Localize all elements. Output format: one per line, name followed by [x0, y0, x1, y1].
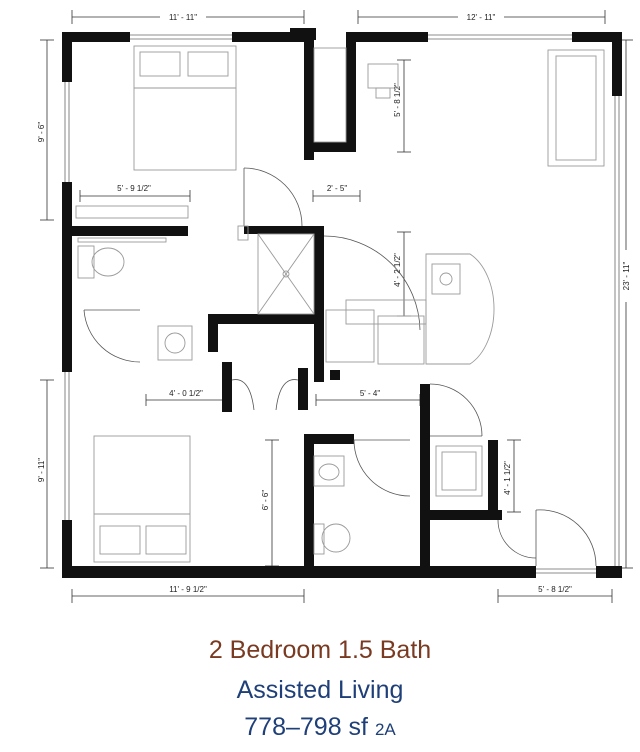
bed-2	[93, 435, 191, 563]
dim-top-left: 11' - 11"	[169, 13, 197, 22]
dim-closet-depth: 5' - 8 1/2"	[393, 83, 402, 117]
dim-hall-opening: 2' - 5"	[327, 184, 348, 193]
dim-half-bath: 4' - 0 1/2"	[169, 389, 203, 398]
dim-bottom-left: 11' - 9 1/2"	[169, 585, 207, 594]
sink-half-bath	[157, 325, 193, 361]
toilet-bath-2	[321, 523, 351, 553]
washer	[435, 445, 483, 497]
dim-kitchen-opening: 5' - 4"	[360, 389, 381, 398]
shower	[257, 233, 315, 315]
dim-bedroom-closet: 5' - 9 1/2"	[117, 184, 151, 193]
square-footage: 778–798 sf	[244, 713, 368, 741]
unit-type-title: 2 Bedroom 1.5 Bath	[208, 636, 432, 664]
fridge	[377, 315, 425, 365]
plan-code: 2A	[374, 720, 396, 739]
bed-1	[133, 45, 237, 171]
floor-plan: 11' - 11" 12' - 11" 9' - 6" 9' - 11" 23'…	[37, 10, 633, 603]
dim-right-overall: 23' - 11"	[622, 262, 631, 291]
unit-category: Assisted Living	[236, 676, 404, 704]
fixtures	[75, 45, 605, 563]
range	[325, 309, 375, 363]
kitchen-sink	[431, 263, 461, 295]
windows	[64, 34, 620, 574]
dim-bedroom2-depth: 6' - 6"	[261, 490, 270, 511]
sofa	[547, 49, 605, 167]
dim-top-right: 12' - 11"	[467, 13, 496, 22]
unit-size: 778–798 sf 2A	[0, 713, 640, 742]
dim-bottom-right: 5' - 8 1/2"	[538, 585, 572, 594]
dim-left-lower: 9' - 11"	[37, 458, 46, 482]
kitchen-island	[425, 253, 495, 365]
walls	[62, 28, 622, 578]
doors	[83, 167, 597, 567]
closet-shelf-1	[75, 205, 189, 219]
dimension-labels: 11' - 11" 12' - 11" 9' - 6" 9' - 11" 23'…	[37, 11, 633, 594]
dim-laundry-depth: 4' - 1 1/2"	[503, 461, 512, 495]
sink-bath-2	[313, 455, 345, 487]
dim-left-upper: 9' - 6"	[37, 122, 46, 143]
toilet-half-bath	[91, 247, 125, 277]
